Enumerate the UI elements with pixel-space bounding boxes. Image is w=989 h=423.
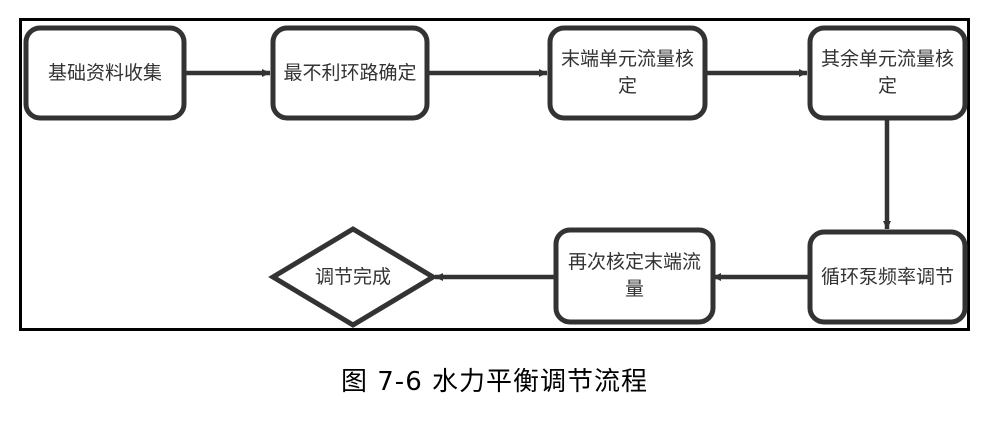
- node-n7-shape[interactable]: [268, 226, 438, 328]
- node-n4-shape[interactable]: [807, 25, 968, 121]
- node-n5-shape[interactable]: [807, 229, 968, 325]
- node-n3-shape[interactable]: [547, 25, 708, 121]
- figure-caption: 图 7-6 水力平衡调节流程: [341, 367, 648, 397]
- node-n6-shape[interactable]: [553, 227, 716, 325]
- node-n2-shape[interactable]: [270, 25, 430, 121]
- node-n1-shape[interactable]: [23, 25, 187, 121]
